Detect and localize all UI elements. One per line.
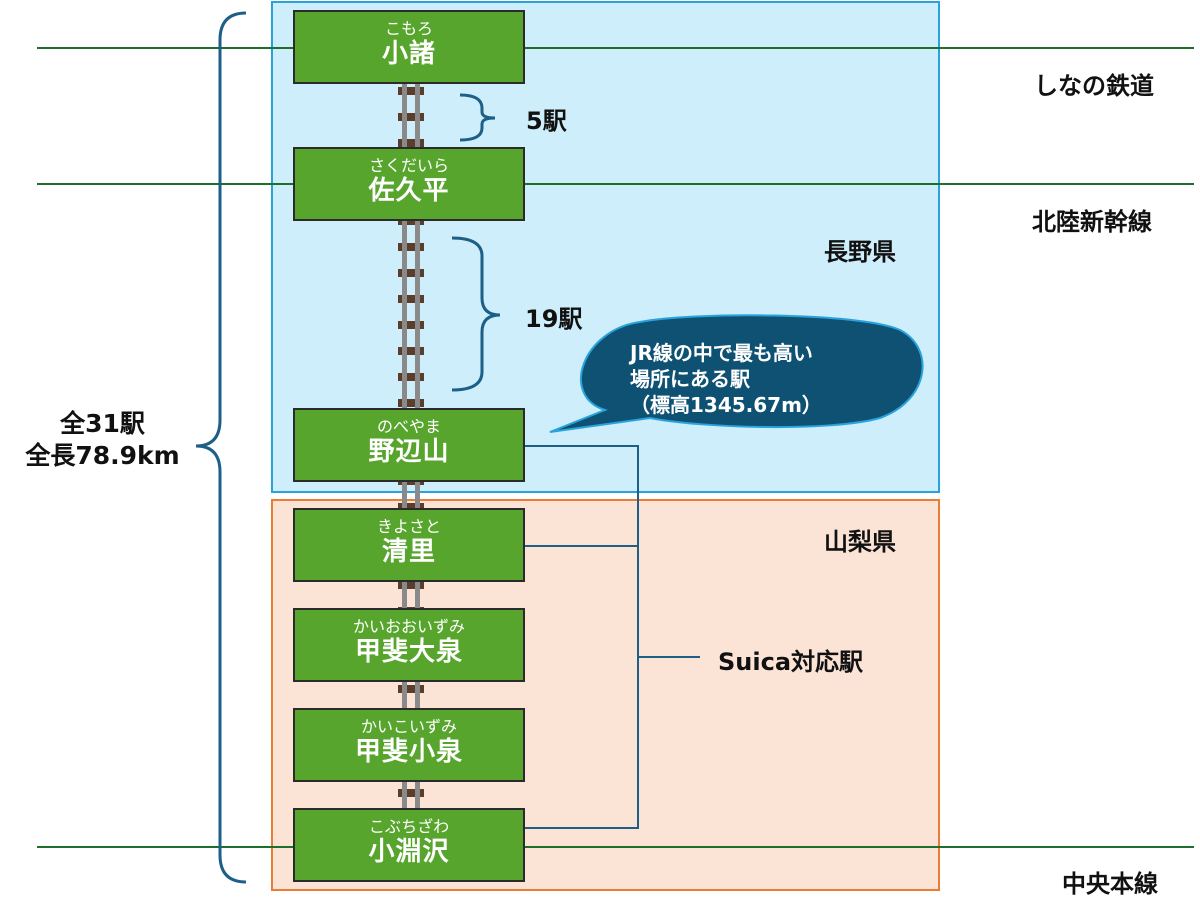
shinano-railway-label: しなの鉄道 (1034, 72, 1154, 100)
station-kana: かいこいずみ (360, 717, 457, 736)
chuo-main-line (37, 846, 1194, 848)
callout-line-2: 場所にある駅 (630, 367, 750, 391)
line-summary: 全31駅 全長78.9km (10, 408, 195, 472)
station-name: 小淵沢 (368, 837, 450, 867)
altitude-callout-text: JR線の中で最も高い 場所にある駅 （標高1345.67m） (630, 340, 860, 418)
station-name: 佐久平 (368, 176, 450, 206)
brace-5-stations (459, 93, 496, 142)
station-kana: かいおおいずみ (352, 617, 465, 636)
shinano-railway-line (37, 47, 1194, 49)
count-19-stations: 19駅 (525, 305, 583, 333)
hokuriku-shinkansen-line (37, 183, 1194, 185)
station-kobuchizawa: こぶちざわ 小淵沢 (293, 808, 525, 882)
station-kiyosato: きよさと 清里 (293, 508, 525, 582)
count-5-stations: 5駅 (526, 107, 567, 135)
suica-connector (525, 445, 700, 829)
station-name: 野辺山 (368, 437, 450, 467)
station-name: 清里 (381, 537, 436, 567)
station-name: 甲斐小泉 (354, 737, 463, 767)
suica-label: Suica対応駅 (718, 648, 864, 676)
total-brace (195, 11, 247, 884)
station-name: 甲斐大泉 (354, 637, 463, 667)
total-length: 全長78.9km (25, 441, 180, 470)
altitude-callout-bubble (549, 314, 924, 433)
station-kana: こぶちざわ (368, 817, 450, 836)
yamanashi-prefecture-label: 山梨県 (824, 528, 896, 556)
chuo-main-line-label: 中央本線 (1062, 870, 1158, 898)
station-kana: きよさと (376, 517, 441, 536)
total-stations: 全31駅 (60, 409, 145, 438)
station-kana: こもろ (384, 19, 433, 38)
station-kai-oizumi: かいおおいずみ 甲斐大泉 (293, 608, 525, 682)
callout-line-1: JR線の中で最も高い (630, 341, 813, 365)
nagano-prefecture-label: 長野県 (824, 238, 896, 266)
hokuriku-shinkansen-label: 北陸新幹線 (1032, 208, 1152, 236)
callout-line-3: （標高1345.67m） (630, 393, 822, 417)
station-kai-koizumi: かいこいずみ 甲斐小泉 (293, 708, 525, 782)
brace-19-stations (451, 236, 501, 392)
station-komoro: こもろ 小諸 (293, 10, 525, 84)
station-kana: さくだいら (368, 156, 449, 175)
station-kana: のべやま (376, 417, 441, 436)
station-sakudaira: さくだいら 佐久平 (293, 147, 525, 221)
station-name: 小諸 (381, 39, 436, 69)
station-nobeyama: のべやま 野辺山 (293, 408, 525, 482)
